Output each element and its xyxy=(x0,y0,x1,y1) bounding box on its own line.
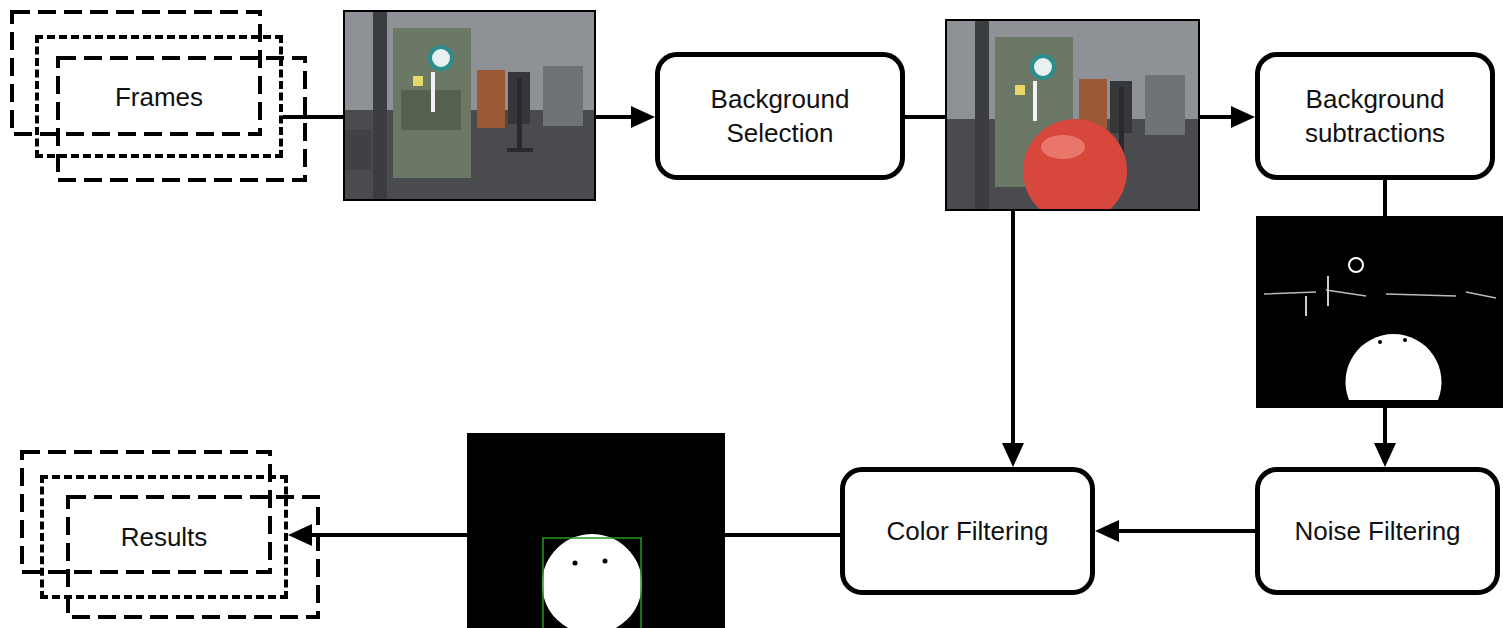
connector-line xyxy=(1115,529,1255,533)
input-stack: Frames xyxy=(35,35,283,158)
arrowhead xyxy=(1374,443,1396,467)
subtraction-mask xyxy=(1256,216,1503,408)
arrowhead xyxy=(288,524,312,546)
process-box: Noise Filtering xyxy=(1255,467,1500,595)
process-box: Color Filtering xyxy=(840,467,1095,595)
stack-sheet xyxy=(12,12,260,134)
node-label: Results xyxy=(121,520,208,554)
process-box: Background subtractions xyxy=(1255,52,1495,180)
arrowhead xyxy=(1231,106,1255,128)
background-photo xyxy=(343,10,596,201)
arrowhead xyxy=(1095,520,1119,542)
node-label: Noise Filtering xyxy=(1294,514,1460,548)
flow-arrow xyxy=(1095,520,1255,542)
stack-sheet xyxy=(68,497,318,617)
process-box: Background Selection xyxy=(655,52,905,180)
output-stack: Results xyxy=(40,475,288,599)
frame-photo xyxy=(945,19,1200,223)
result-mask xyxy=(467,433,725,628)
node-label: Color Filtering xyxy=(887,514,1049,548)
node-label: Background Selection xyxy=(680,82,880,150)
node-label: Background subtractions xyxy=(1275,82,1475,150)
stack-sheet xyxy=(58,58,305,180)
arrowhead xyxy=(1002,443,1024,467)
arrowhead xyxy=(631,106,655,128)
node-label: Frames xyxy=(115,80,203,114)
stack-sheet xyxy=(22,452,270,572)
